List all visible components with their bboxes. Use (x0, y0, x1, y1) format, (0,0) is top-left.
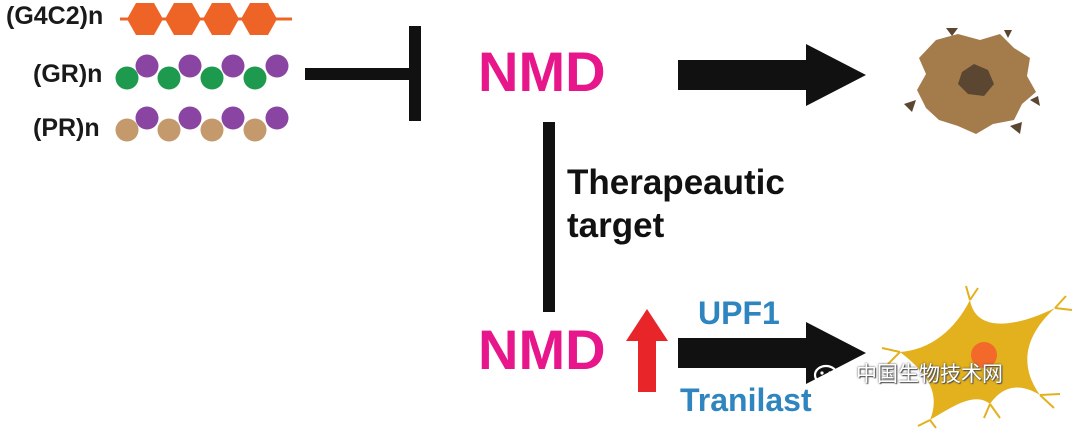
inhibition-bar-icon (305, 26, 421, 121)
therapeutic-target-caption: Therapeautic target (567, 162, 785, 247)
connector-line (543, 122, 555, 312)
pr-label: (PR)n (33, 114, 100, 142)
healthy-neuron-icon (881, 285, 1073, 429)
gr-dipeptide-chain-icon (115, 54, 289, 90)
black-arrow-icon-top (678, 44, 866, 106)
pr-dipeptide-chain-icon (115, 106, 289, 142)
nmd-top-label: NMD (478, 40, 606, 103)
watermark-text: 中国生物技术网 (856, 363, 1003, 386)
up-arrow-icon (626, 309, 668, 392)
caption-line-1: Therapeautic (567, 163, 785, 202)
nmd-bottom-label: NMD (478, 318, 606, 381)
gr-label: (GR)n (33, 60, 103, 88)
tranilast-label: Tranilast (680, 382, 812, 418)
dead-neuron-icon (904, 28, 1040, 134)
black-arrow-icon-bottom (678, 322, 866, 384)
wechat-icon (813, 364, 847, 391)
caption-line-2: target (567, 205, 665, 245)
upf1-label: UPF1 (698, 295, 780, 331)
g4c2-label: (G4C2)n (6, 2, 104, 30)
g4c2-hexagon-chain-icon (120, 3, 292, 35)
